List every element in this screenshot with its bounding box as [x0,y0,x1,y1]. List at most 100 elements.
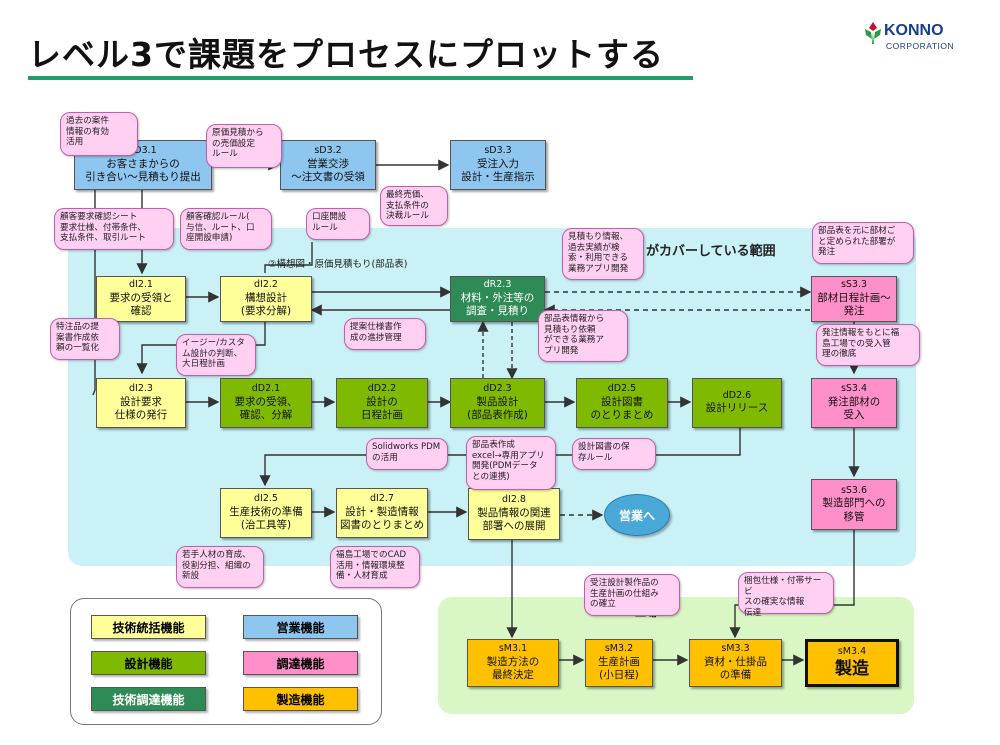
process-code: sS3.4 [840,383,868,395]
callout-customer-rule: 顧客確認ルール( 与信、ルート、口 座開設申請) [180,208,272,250]
legend-item-tech-procurement: 技術調達機能 [91,687,206,711]
process-code: sD3.3 [484,145,512,157]
process-dd23: dD2.3 製品設計 (部品表作成) [450,378,545,428]
process-code: sS3.6 [840,484,868,496]
legend-item-procurement: 調達機能 [243,651,358,675]
process-sd32: sD3.2 営業交渉 ～注文書の受領 [280,140,376,190]
process-di23: dI2.3 設計要求 仕様の発行 [96,378,186,428]
process-dd25: dD2.5 設計図書 のとりまとめ [576,378,668,428]
process-code: dR2.3 [483,279,512,291]
process-di25: dI2.5 生産技術の準備 (治工具等) [220,488,312,538]
legend-item-design: 設計機能 [91,651,206,675]
callout-receiving-control: 発注情報をもとに福 島工場での受入管 理の徹底 [816,324,920,366]
process-code: dI2.5 [254,493,278,505]
process-label: 製造部門への 移管 [822,497,886,523]
callout-parts-order: 部品表を元に部材ご と定められた部署が 発注 [812,222,914,264]
callout-drawing-rule: 設計図書の保 存ルール [572,438,656,470]
callout-bom-app: 部品表作成 excel→専用アプリ 開発(PDMデータ との連携) [466,436,556,490]
page-title: レベル3で課題をプロセスにプロットする [28,35,664,74]
process-label: 製品設計 (部品表作成) [467,395,528,422]
legend-item-sales: 営業機能 [243,615,358,639]
callout-young-talent: 若手人材の育成、 役割分担、組織の 新設 [176,546,264,588]
process-dd22: dD2.2 設計の 日程計画 [336,378,428,428]
process-label: 設計要求 仕様の発行 [114,395,168,422]
process-label: 設計図書 のとりまとめ [590,395,654,422]
callout-past-case-info: 過去の案件 情報の有効 活用 [60,112,138,156]
process-code: sM3.2 [604,643,634,655]
process-code: dD2.1 [251,383,281,395]
process-label: 製品情報の関連 部署への展開 [477,506,551,533]
title-underline [28,76,693,80]
process-label: 資材・仕掛品 の準備 [704,655,767,682]
callout-bom-estimate-app: 部品表情報から 見積もり依頼 ができる業務ア プリ開発 [538,310,628,362]
process-label: 製造 [835,659,869,680]
process-ss33: sS3.3 部材日程計画～ 発注 [811,276,897,322]
process-code: dI2.1 [129,279,153,291]
callout-price-rule: 原価見積から の売価設定 ルール [206,124,282,168]
process-sd33: sD3.3 受注入力 設計・生産指示 [450,140,546,190]
callout-customer-sheet: 顧客要求確認シート 要求仕様、付帯条件、 支払条件、取引ルート [54,208,174,250]
process-di21: dI2.1 要求の受領と 確認 [96,276,186,322]
process-label: 生産計画 (小日程) [598,655,640,682]
process-dd26: dD2.6 設計リリース [692,378,782,428]
callout-final-price-rule: 最終売価、 支払条件の 決裁ルール [380,186,448,226]
process-label: 材料・外注等の 調査・見積り [460,291,535,318]
process-code: dI2.3 [129,383,153,395]
process-dr23: dR2.3 材料・外注等の 調査・見積り [450,276,545,322]
callout-cad-utilization: 福島工場でのCAD 活用・情報環境整 備・人材育成 [330,546,420,588]
callout-solidworks-pdm: Solidworks PDM の活用 [366,438,448,470]
process-code: sM3.4 [837,645,867,657]
process-di27: dI2.7 設計・製造情報 図書のとりまとめ [336,488,428,538]
process-label: 設計・製造情報 図書のとりまとめ [340,505,424,532]
process-sm34: sM3.4 製造 [805,639,899,687]
process-label: お客さまからの 引き合い～見積もり提出 [85,157,201,184]
company-logo: KONNO CORPORATION [862,20,972,60]
process-code: dI2.7 [370,493,394,505]
logo-subtitle: CORPORATION [886,41,955,51]
process-label: 要求の受領と 確認 [109,291,173,318]
callout-estimate-app: 見積もり情報、 過去実績が検 索・利用できる 業務アプリ開発 [562,228,644,280]
process-dd21: dD2.1 要求の受領、 確認、分解 [220,378,312,428]
process-code: sD3.2 [314,145,342,157]
process-code: sM3.3 [721,643,750,655]
callout-account-rule: 口座開設 ルール [306,208,370,240]
process-code: dD2.6 [722,390,752,401]
logo-name: KONNO [884,22,944,39]
process-ss36: sS3.6 製造部門への 移管 [811,479,897,530]
process-label: 営業交渉 ～注文書の受領 [291,157,365,184]
process-ss34: sS3.4 発注部材の 受入 [811,378,897,428]
callout-proposal-progress: 提案仕様書作 成の進捗管理 [344,318,426,350]
legend-item-manufacturing: 製造機能 [243,687,358,711]
process-label: 生産技術の準備 (治工具等) [229,505,303,532]
konno-mark-icon [865,22,881,44]
process-code: dD2.3 [483,383,512,395]
process-label: 部材日程計画～ 発注 [817,291,891,318]
process-code: sM3.1 [498,643,528,655]
process-code: dI2.8 [502,494,526,506]
process-label: 設計リリース [705,402,769,415]
callout-production-plan: 受注設計製作品の 生産計画の仕組み の確立 [584,574,680,616]
legend-item-tech-management: 技術統括機能 [91,615,206,639]
process-code: sS3.3 [840,279,868,291]
process-code: dD2.5 [607,383,637,395]
callout-design-judgment: イージー/カスタ ム設計の判断、 大日程計画 [176,334,256,376]
process-label: 構想設計 (要求分解) [240,291,292,318]
process-di22: dI2.2 構想設計 (要求分解) [220,276,312,322]
process-code: dI2.2 [254,279,278,291]
process-code: dD2.2 [367,383,397,395]
process-label: 要求の受領、 確認、分解 [234,395,298,422]
process-sm32: sM3.2 生産計画 (小日程) [585,639,653,687]
legend-panel: 技術統括機能 営業機能 設計機能 調達機能 技術調達機能 製造機能 [70,598,382,725]
process-label: 設計の 日程計画 [361,395,403,422]
process-code: sD3.1 [129,145,157,157]
process-di28: dI2.8 製品情報の関連 部署への展開 [468,488,560,540]
process-sm33: sM3.3 資材・仕掛品 の準備 [689,639,782,687]
process-sm31: sM3.1 製造方法の 最終決定 [467,639,559,687]
process-label: 製造方法の 最終決定 [486,655,540,682]
sales-oval: 営業へ [604,494,670,536]
coverage-region-label: がカバーしている範囲 [646,244,776,259]
process-label: 発注部材の 受入 [827,395,881,422]
callout-custom-proposal: 特注品の提 案書作成依 頼の一覧化 [50,318,120,360]
concept-label: ②構想図・原価見積もり(部品表) [268,259,408,270]
callout-packing-info: 梱包仕様・付帯サービ スの確実な情報 伝達 [738,572,834,618]
